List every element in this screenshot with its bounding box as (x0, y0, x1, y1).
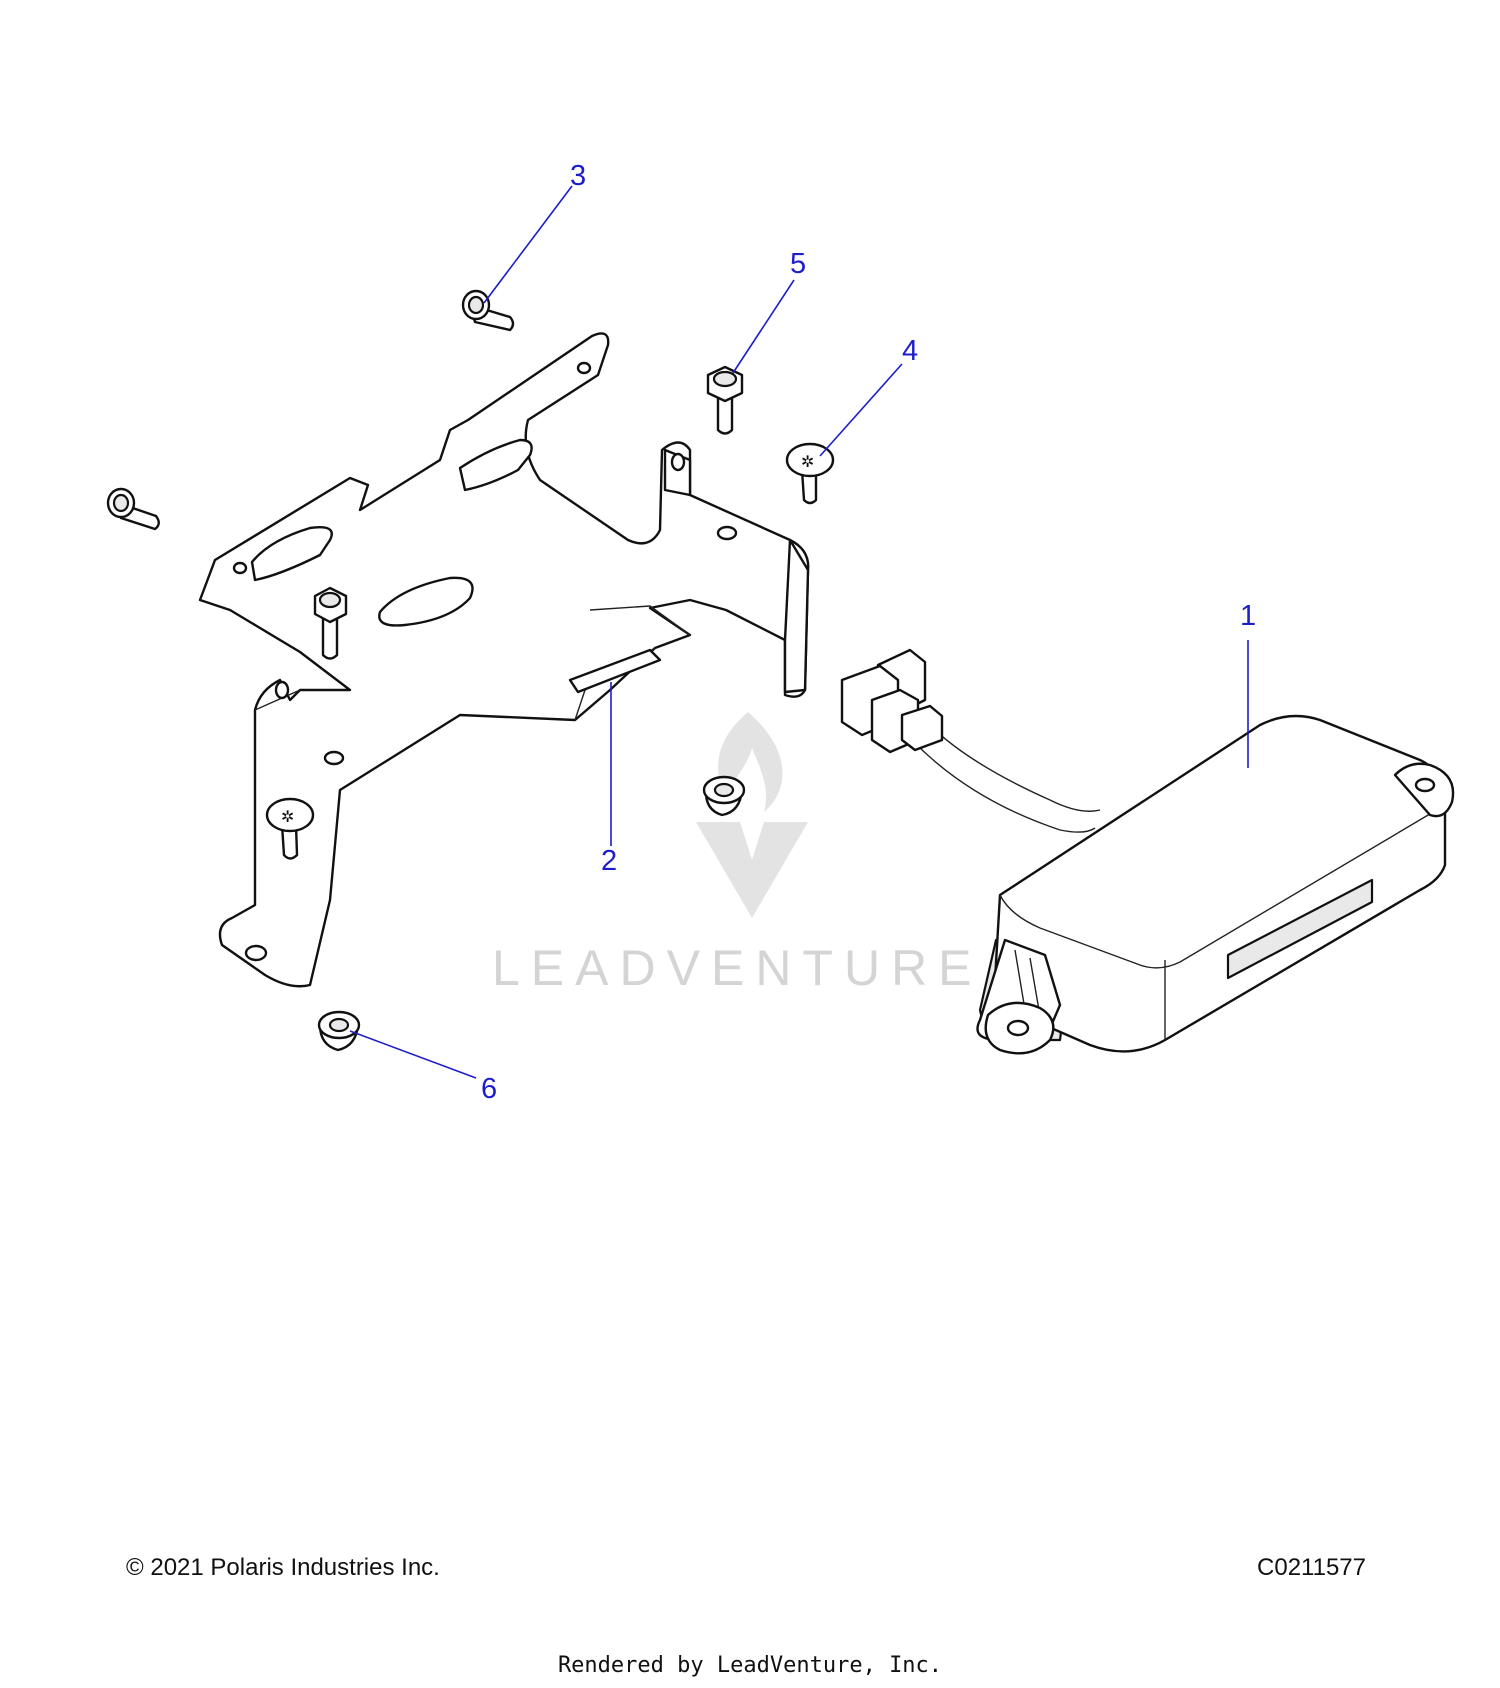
torx-icon: ✲ (801, 452, 814, 471)
callout-6: 6 (481, 1073, 497, 1105)
bolt-flange-center (313, 586, 348, 660)
leader-line-4 (819, 363, 903, 457)
electronic-module (840, 648, 1455, 1055)
callout-1: 1 (1240, 600, 1256, 632)
leader-line-3 (483, 185, 573, 304)
bolt-flange-left (106, 487, 160, 531)
nut-flange-lower (317, 1010, 361, 1052)
watermark-text: LEADVENTURE (492, 940, 983, 996)
leader-line-6 (349, 1030, 477, 1079)
callout-labels: 1 2 3 4 5 6 (481, 160, 1256, 1105)
bolt-flange-upper (461, 289, 515, 332)
leader-lines (349, 185, 1249, 1079)
torx-icon: ✲ (281, 807, 294, 826)
watermark: LEADVENTURE (492, 712, 983, 996)
copyright-text: © 2021 Polaris Industries Inc. (126, 1554, 440, 1581)
rendered-by-text: Rendered by LeadVenture, Inc. (557, 1653, 943, 1678)
callout-4: 4 (902, 335, 918, 367)
nut-flange-center (702, 775, 746, 817)
leadventure-logo-icon (696, 712, 808, 918)
callout-2: 2 (601, 845, 617, 877)
drawing-code: C0211577 (1257, 1554, 1366, 1581)
callout-3: 3 (570, 160, 586, 192)
callout-5: 5 (790, 248, 806, 280)
screw-torx-right: ✲ (785, 442, 835, 505)
leader-line-5 (732, 279, 795, 374)
bolt-flange-right (706, 365, 744, 435)
screw-torx-left: ✲ (265, 797, 315, 860)
bracket (198, 332, 810, 988)
